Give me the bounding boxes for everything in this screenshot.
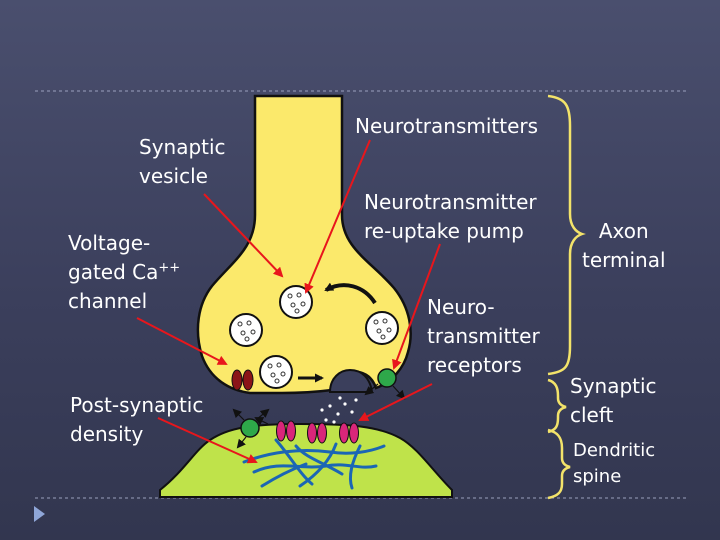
vesicle <box>365 311 399 345</box>
receptor-arrow <box>254 417 269 426</box>
play-icon[interactable] <box>34 506 45 522</box>
ca-superscript: ++ <box>158 260 181 276</box>
label-synaptic-cleft: Synaptic cleft <box>570 374 657 427</box>
ca-channel <box>231 369 254 391</box>
label-arrows <box>136 139 441 464</box>
axon-terminal-bracket <box>547 94 586 376</box>
label-neurotransmitters: Neurotransmitters <box>355 114 539 138</box>
label-voltage-gated-ca: Voltage- gated Ca++ <box>68 229 180 287</box>
label-voltage-gated-ca-text: Voltage- gated Ca <box>68 231 159 284</box>
psd-filaments <box>242 438 386 490</box>
neurotransmitter-dots <box>320 396 358 424</box>
recycle-arrow <box>324 282 377 305</box>
label-post-synaptic-density: Post-synaptic density <box>70 393 204 446</box>
label-axon-terminal: Axon terminal <box>582 219 666 272</box>
label-dendritic-spine: Dendritic spine <box>573 440 656 487</box>
brackets <box>547 94 586 500</box>
vesicle <box>259 355 293 389</box>
vesicle <box>279 285 313 319</box>
nt-receptors <box>276 420 359 444</box>
vesicle <box>229 313 263 347</box>
synaptic-cleft-bracket <box>547 378 567 434</box>
reuptake-pump <box>364 368 406 400</box>
dendritic-spine-shape <box>159 422 453 498</box>
label-channel: channel <box>68 289 148 313</box>
label-synaptic-vesicle: Synaptic vesicle <box>139 135 226 188</box>
label-reuptake-pump: Neurotransmitter re-uptake pump <box>364 190 537 243</box>
fusing-vesicle <box>328 368 374 393</box>
label-nt-receptors: Neuro- transmitter receptors <box>427 295 540 377</box>
dendritic-spine-bracket <box>547 428 571 500</box>
